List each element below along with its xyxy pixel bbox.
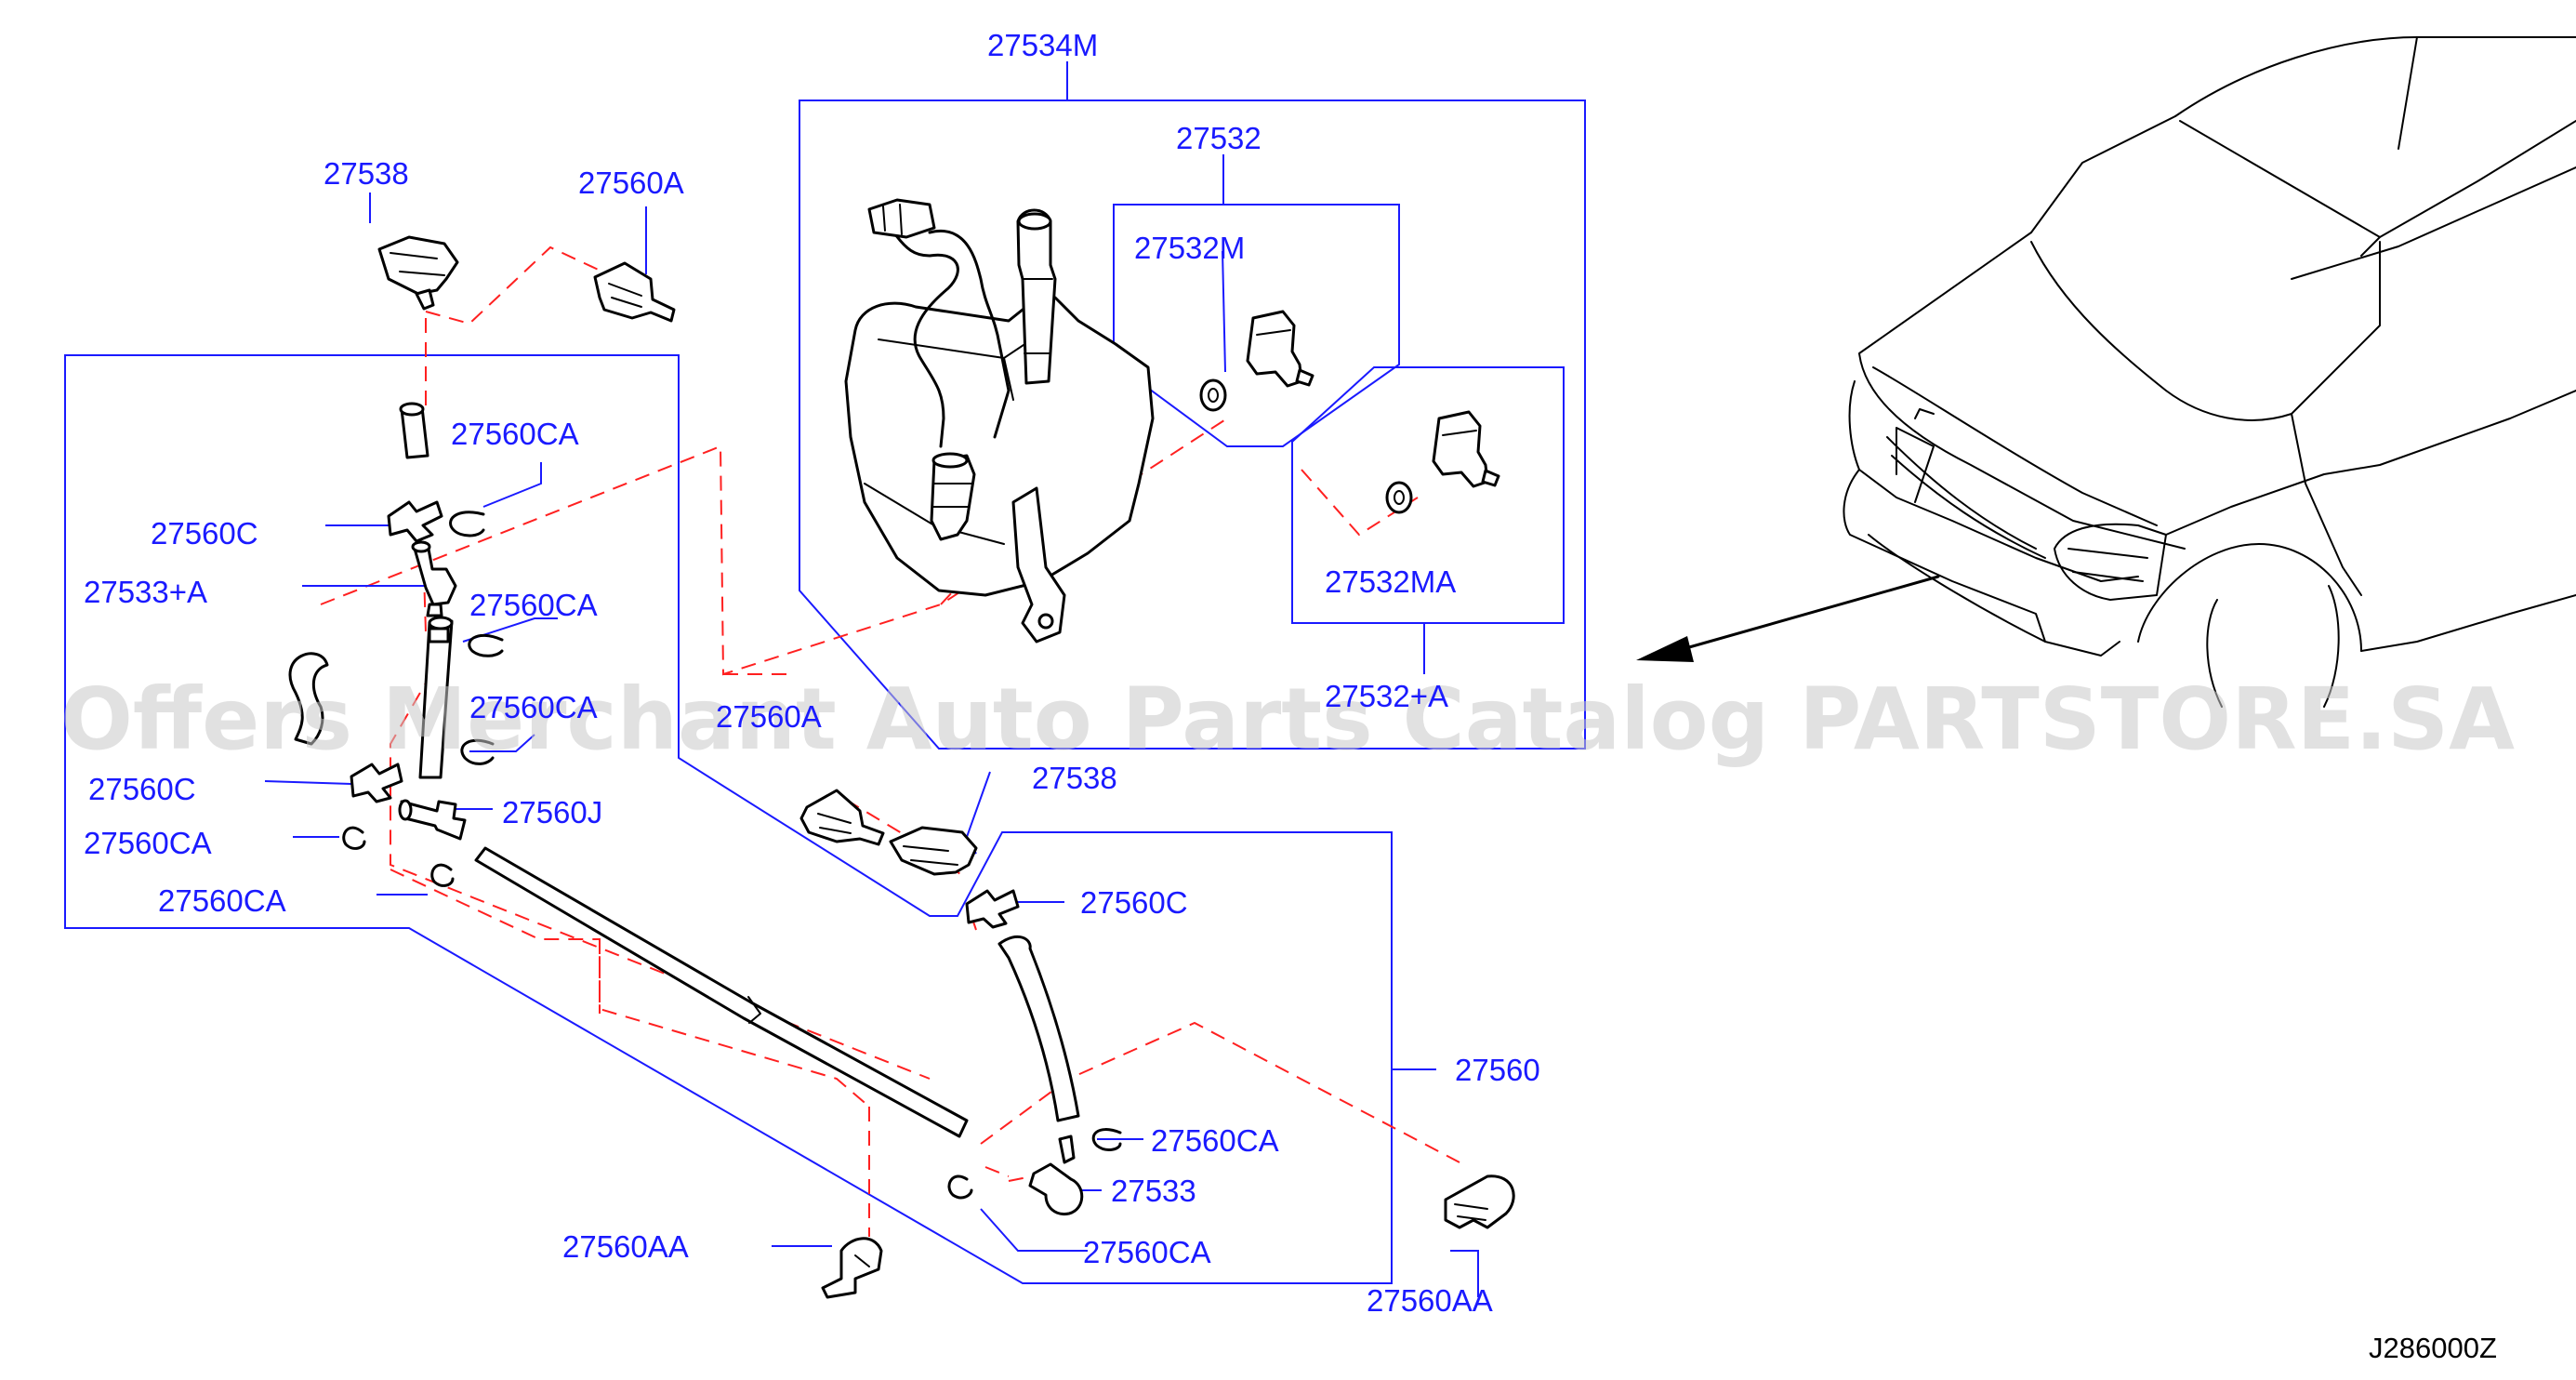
clamp-27560C-2 <box>350 763 403 803</box>
label-27532MA: 27532MA <box>1325 564 1456 599</box>
label-27534M: 27534M <box>987 28 1098 62</box>
label-27560C-1: 27560C <box>151 516 258 551</box>
catalog-code: J286000Z <box>2369 1332 2497 1364</box>
label-27532A: 27532+A <box>1325 679 1448 713</box>
clip-27560A-mid <box>799 789 885 846</box>
label-27560CA-6: 27560CA <box>1151 1123 1279 1158</box>
clamp-ring-6 <box>1091 1128 1122 1151</box>
clamp-ring-5 <box>430 863 455 887</box>
label-27533A: 27533+A <box>84 575 207 609</box>
clip-27560AA-left <box>821 1237 883 1299</box>
watermark: Offers Merchant Auto Parts Catalog PARTS… <box>60 670 2515 769</box>
label-27533: 27533 <box>1111 1174 1196 1208</box>
label-27538-mid: 27538 <box>1032 761 1117 795</box>
label-27560CA-4: 27560CA <box>84 826 212 860</box>
box-left-hose-set <box>64 354 1393 1284</box>
nozzle-27538-top <box>377 235 459 311</box>
nozzle-27538-mid <box>889 826 978 876</box>
label-27538-top: 27538 <box>324 156 409 191</box>
label-27560C-3: 27560C <box>1080 885 1188 920</box>
label-27560J: 27560J <box>502 795 602 829</box>
label-27560AA-1: 27560AA <box>562 1229 689 1264</box>
hose-vertical <box>418 616 454 779</box>
label-27560CA-3: 27560CA <box>469 690 598 724</box>
label-27560CA-2: 27560CA <box>469 588 598 622</box>
label-27560: 27560 <box>1455 1053 1540 1087</box>
label-27532: 27532 <box>1176 121 1262 155</box>
box-27532MA <box>1291 366 1565 624</box>
hose-short-top <box>399 402 429 459</box>
hose-curved-right <box>997 935 1080 1122</box>
part-labels: 27534M 27532 27532M 27532MA 27532+A 2753… <box>84 28 1540 1318</box>
label-27560A-mid: 27560A <box>716 699 822 734</box>
washer-tank <box>844 198 1155 644</box>
clip-27560AA-right <box>1444 1174 1515 1229</box>
label-27560C-2: 27560C <box>88 772 196 806</box>
label-27532M: 27532M <box>1134 231 1245 265</box>
check-valve-27533 <box>1028 1135 1084 1216</box>
elbow-27533A <box>411 540 457 617</box>
clamp-27560C-3 <box>965 889 1020 929</box>
label-27560AA-2: 27560AA <box>1367 1283 1493 1318</box>
box-27534M <box>799 100 1586 750</box>
label-27560A-top: 27560A <box>578 166 684 200</box>
clamp-27560C-1 <box>387 500 443 543</box>
tee-27560J <box>398 799 467 841</box>
clamp-ring-1 <box>449 511 485 537</box>
label-27560CA-5: 27560CA <box>158 883 286 918</box>
hose-long-diagonal <box>474 846 969 1138</box>
group-boxes <box>64 61 1586 1284</box>
pump-27532M <box>1199 310 1314 412</box>
clamp-ring-2 <box>468 634 504 657</box>
clip-27560A-top <box>593 261 676 323</box>
hose-curved-left <box>288 652 329 746</box>
vehicle-sketch <box>1636 36 2576 708</box>
clamp-ring-3 <box>460 738 495 765</box>
label-27560CA-1: 27560CA <box>451 417 579 451</box>
pump-27532MA <box>1385 410 1500 514</box>
clamp-ring-4 <box>342 826 366 850</box>
label-27560CA-7: 27560CA <box>1083 1235 1211 1269</box>
clamp-ring-7 <box>947 1174 973 1200</box>
